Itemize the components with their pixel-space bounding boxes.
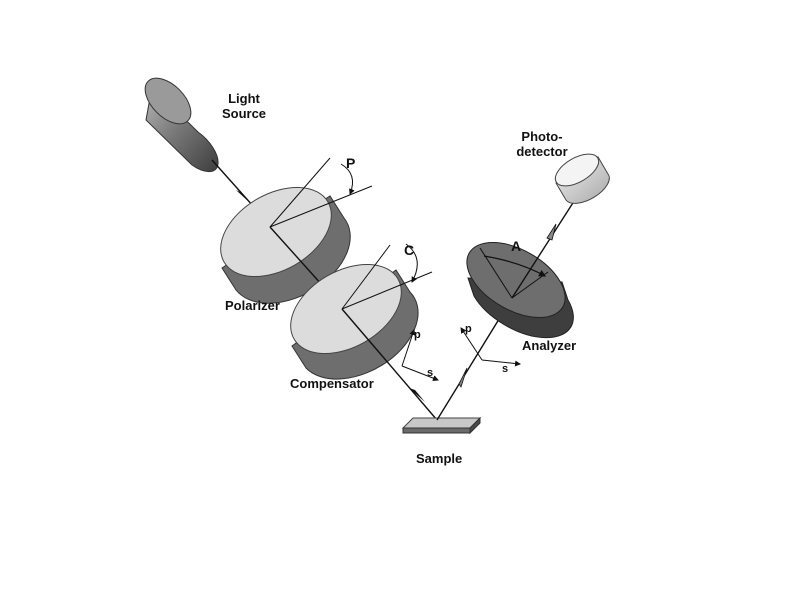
reflected-s-label: s xyxy=(502,363,509,375)
photodetector-label-line2: detector xyxy=(516,144,568,159)
light-source-label-line1: Light xyxy=(228,91,260,106)
sample-plate xyxy=(401,416,482,435)
light-source xyxy=(144,77,219,173)
incident-p-label: p xyxy=(414,329,421,341)
incident-s-label: s xyxy=(427,367,434,379)
photodetector-label-line1: Photo- xyxy=(521,129,563,144)
photodetector-label: Photo- detector xyxy=(510,129,574,159)
angle-a-label: A xyxy=(511,238,522,254)
polarizer-disc xyxy=(220,186,351,304)
reflected-ps-axes xyxy=(460,327,521,367)
analyzer-angle-marker xyxy=(479,247,549,299)
polarizer-label: Polarizer xyxy=(225,298,280,313)
incident-ps-axes xyxy=(401,329,439,381)
compensator-label: Compensator xyxy=(290,376,374,391)
analyzer-disc xyxy=(466,242,574,339)
angle-c-label: C xyxy=(404,242,415,258)
light-source-label: Light Source xyxy=(216,91,272,121)
compensator-angle-marker xyxy=(341,243,433,310)
reflected-p-label: p xyxy=(465,323,472,335)
angle-p-label: P xyxy=(346,155,356,171)
sample-label: Sample xyxy=(416,451,463,466)
light-source-label-line2: Source xyxy=(221,106,267,121)
analyzer-label: Analyzer xyxy=(522,338,577,353)
photodetector xyxy=(554,153,610,204)
polarizer-angle-marker xyxy=(269,157,373,228)
